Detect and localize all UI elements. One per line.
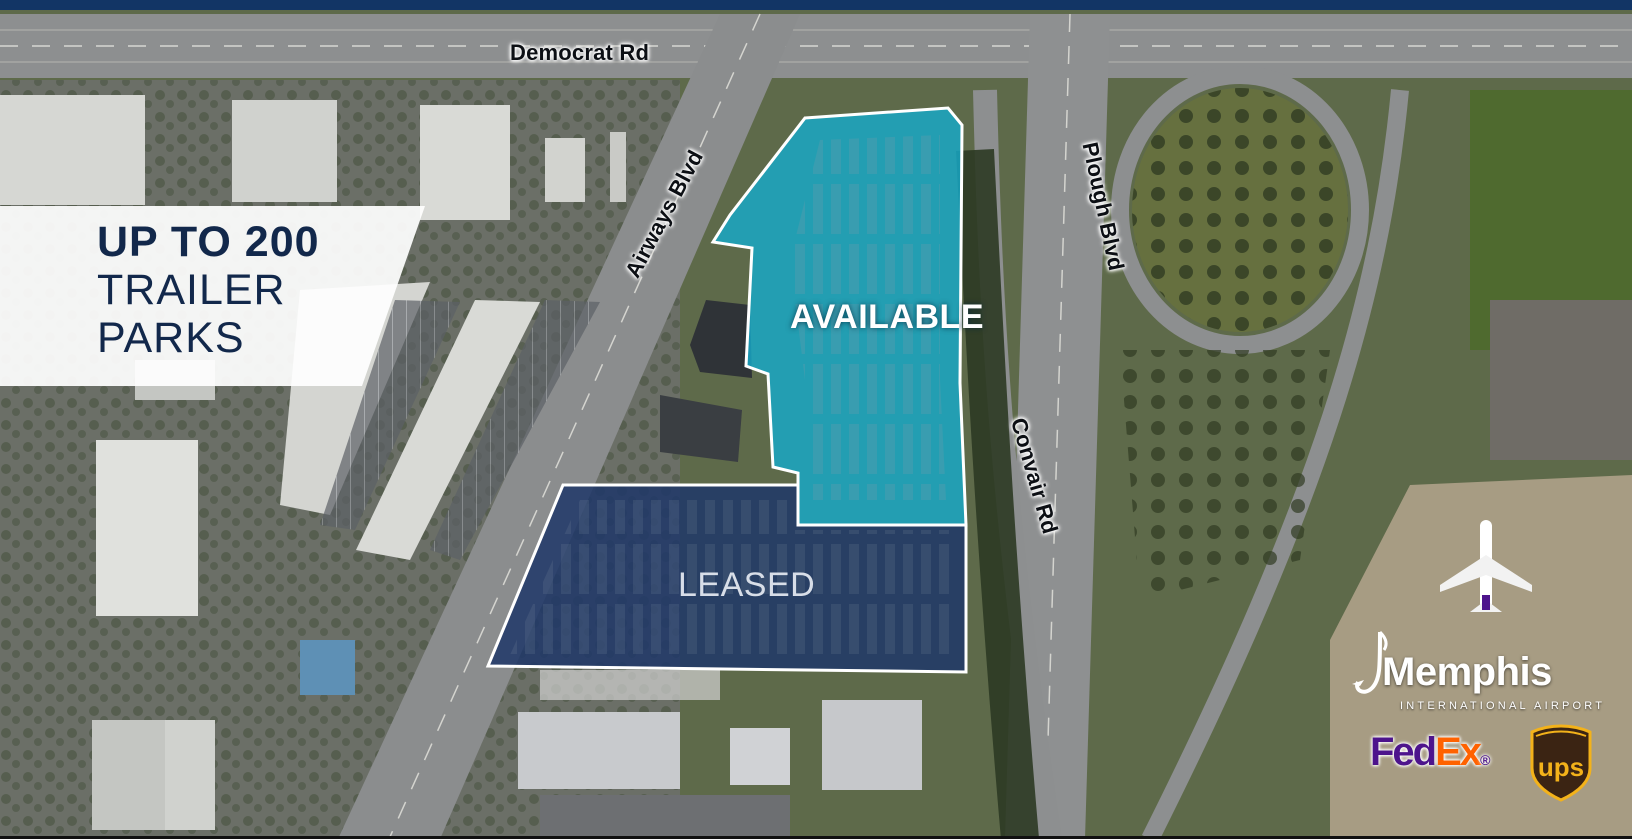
leased-label: LEASED xyxy=(678,566,816,604)
building xyxy=(96,440,198,616)
building xyxy=(610,132,626,202)
building xyxy=(356,300,540,560)
building xyxy=(660,395,742,462)
democrat-rd-label: Democrat Rd xyxy=(510,40,650,65)
available-label: AVAILABLE xyxy=(790,298,985,336)
top-bar xyxy=(0,0,1632,10)
memphis-logo-text: Memphis xyxy=(1382,650,1552,694)
trailer-parks-callout: UP TO 200 TRAILER PARKS xyxy=(97,218,320,362)
building xyxy=(92,720,168,830)
warehouse xyxy=(822,700,922,790)
interchange-loop xyxy=(1111,66,1369,354)
building xyxy=(0,95,145,205)
callout-line-3: PARKS xyxy=(97,314,245,362)
ramp-east xyxy=(1141,89,1409,839)
airways-road xyxy=(338,14,800,839)
building xyxy=(165,720,215,830)
memphis-logo-subtitle: INTERNATIONAL AIRPORT xyxy=(1400,700,1606,712)
fedex-logo: FedEx® xyxy=(1370,730,1490,775)
building xyxy=(300,640,355,695)
callout-panel xyxy=(0,206,425,386)
ups-logo-text: ups xyxy=(1538,752,1584,782)
ups-logo-icon: ups xyxy=(1530,724,1592,802)
warehouse xyxy=(518,712,680,789)
callout-line-1: UP TO 200 xyxy=(97,218,320,266)
building xyxy=(690,300,752,378)
fedex-ex: Ex xyxy=(1435,730,1482,774)
building xyxy=(545,138,585,202)
fedex-mark: ® xyxy=(1480,752,1491,768)
airplane-icon xyxy=(1440,520,1532,612)
memphis-airport-logo-icon xyxy=(1352,630,1388,694)
building xyxy=(420,105,510,220)
fedex-fed: Fed xyxy=(1370,730,1437,774)
callout-line-2: TRAILER xyxy=(97,266,286,314)
building xyxy=(232,100,337,202)
warehouse xyxy=(730,728,790,785)
